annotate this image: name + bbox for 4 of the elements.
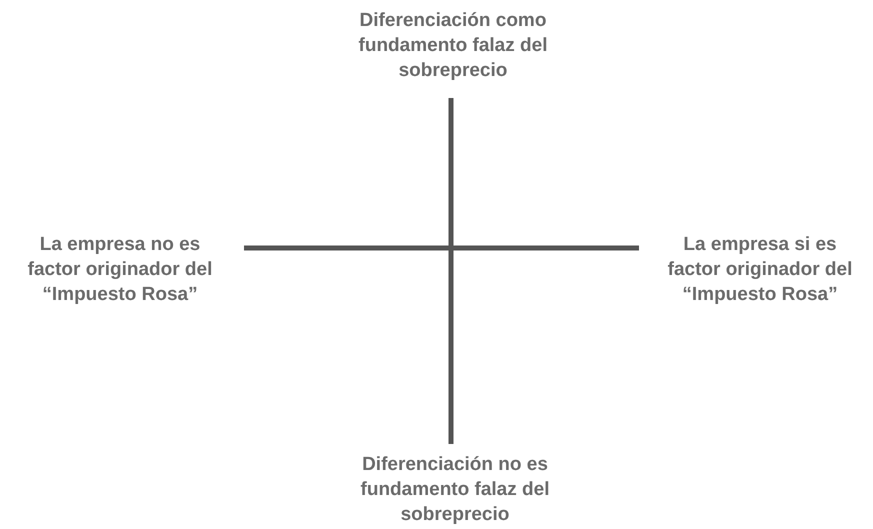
bottom-axis-label: Diferenciación no es fundamento falaz del sobreprecio xyxy=(360,453,550,527)
left-axis-label: La empresa no es factor originador del “Impuesto Rosa” xyxy=(26,233,214,307)
right-axis-label: La empresa si es factor originador del “Impuesto Rosa” xyxy=(666,233,854,307)
top-axis-label: Diferenciación como fundamento falaz del sobreprecio xyxy=(358,9,548,83)
